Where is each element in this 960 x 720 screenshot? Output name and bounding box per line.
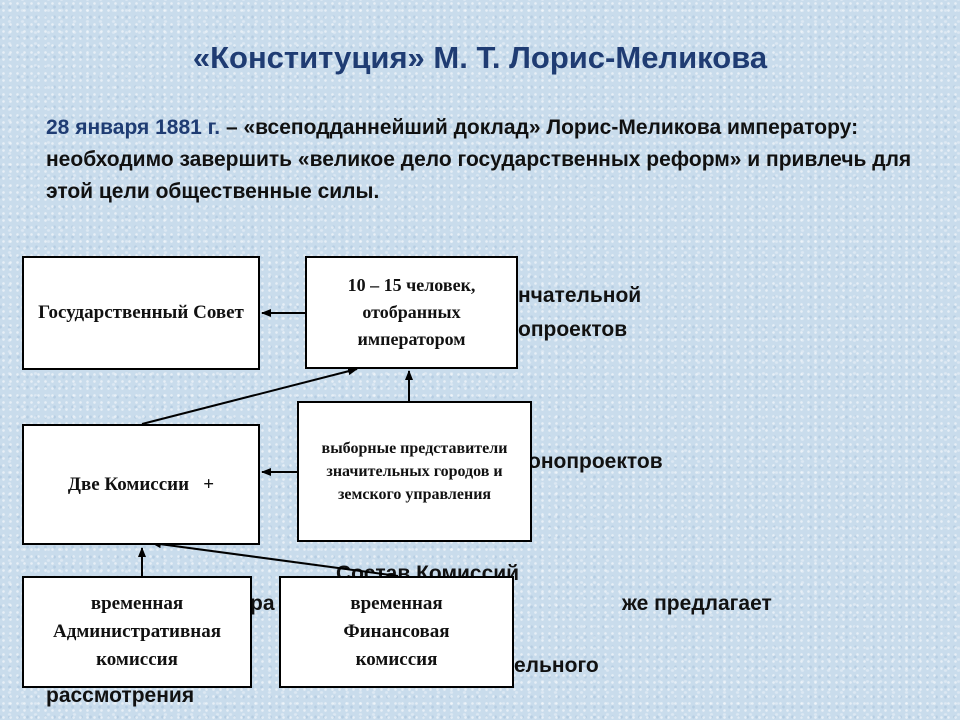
box-selected-by-emperor: 10 – 15 человек, отобранных императором [305, 256, 518, 369]
bg-fragment-8: рассмотрения [46, 684, 195, 707]
arrow-finance-to-commissions [151, 540, 399, 577]
box-gosudarstvenny-sovet: Государственный Совет [22, 256, 260, 370]
slide-title: «Конституция» М. Т. Лорис-Меликова [192, 40, 768, 75]
box-selected-by-emperor-label: 10 – 15 человек, отобранных императором [347, 275, 476, 349]
bg-fragment-5: ра [250, 592, 275, 615]
bg-fragment-6: же предлагает [622, 592, 772, 615]
intro-paragraph: 28 января 1881 г. – «всеподданнейший док… [46, 112, 926, 208]
bg-fragment-3: онопроектов [528, 450, 663, 473]
intro-text: – «всеподданнейший доклад» Лорис-Меликов… [46, 116, 912, 203]
box-elected-representatives: выборные представители значительных горо… [297, 401, 532, 542]
box-financial-commission: временная Финансовая комиссия [279, 576, 514, 688]
box-two-commissions-label: Две Комиссии + [67, 473, 215, 495]
box-administrative-commission: временная Административная комиссия [22, 576, 252, 688]
bg-fragment-7: ельного [514, 654, 599, 677]
box-elected-representatives-label: выборные представители значительных горо… [321, 440, 508, 503]
box-gosudarstvenny-sovet-label: Государственный Совет [38, 302, 244, 323]
box-administrative-commission-label: временная Административная комиссия [53, 593, 221, 670]
bg-fragment-2: опроектов [518, 318, 628, 341]
bg-fragment-1: нчательной [518, 284, 642, 307]
arrow-commissions-to-selected [141, 367, 358, 425]
box-financial-commission-label: временная Финансовая комиссия [343, 593, 450, 670]
box-two-commissions: Две Комиссии + [22, 424, 260, 545]
intro-date: 28 января 1881 г. [46, 116, 221, 139]
